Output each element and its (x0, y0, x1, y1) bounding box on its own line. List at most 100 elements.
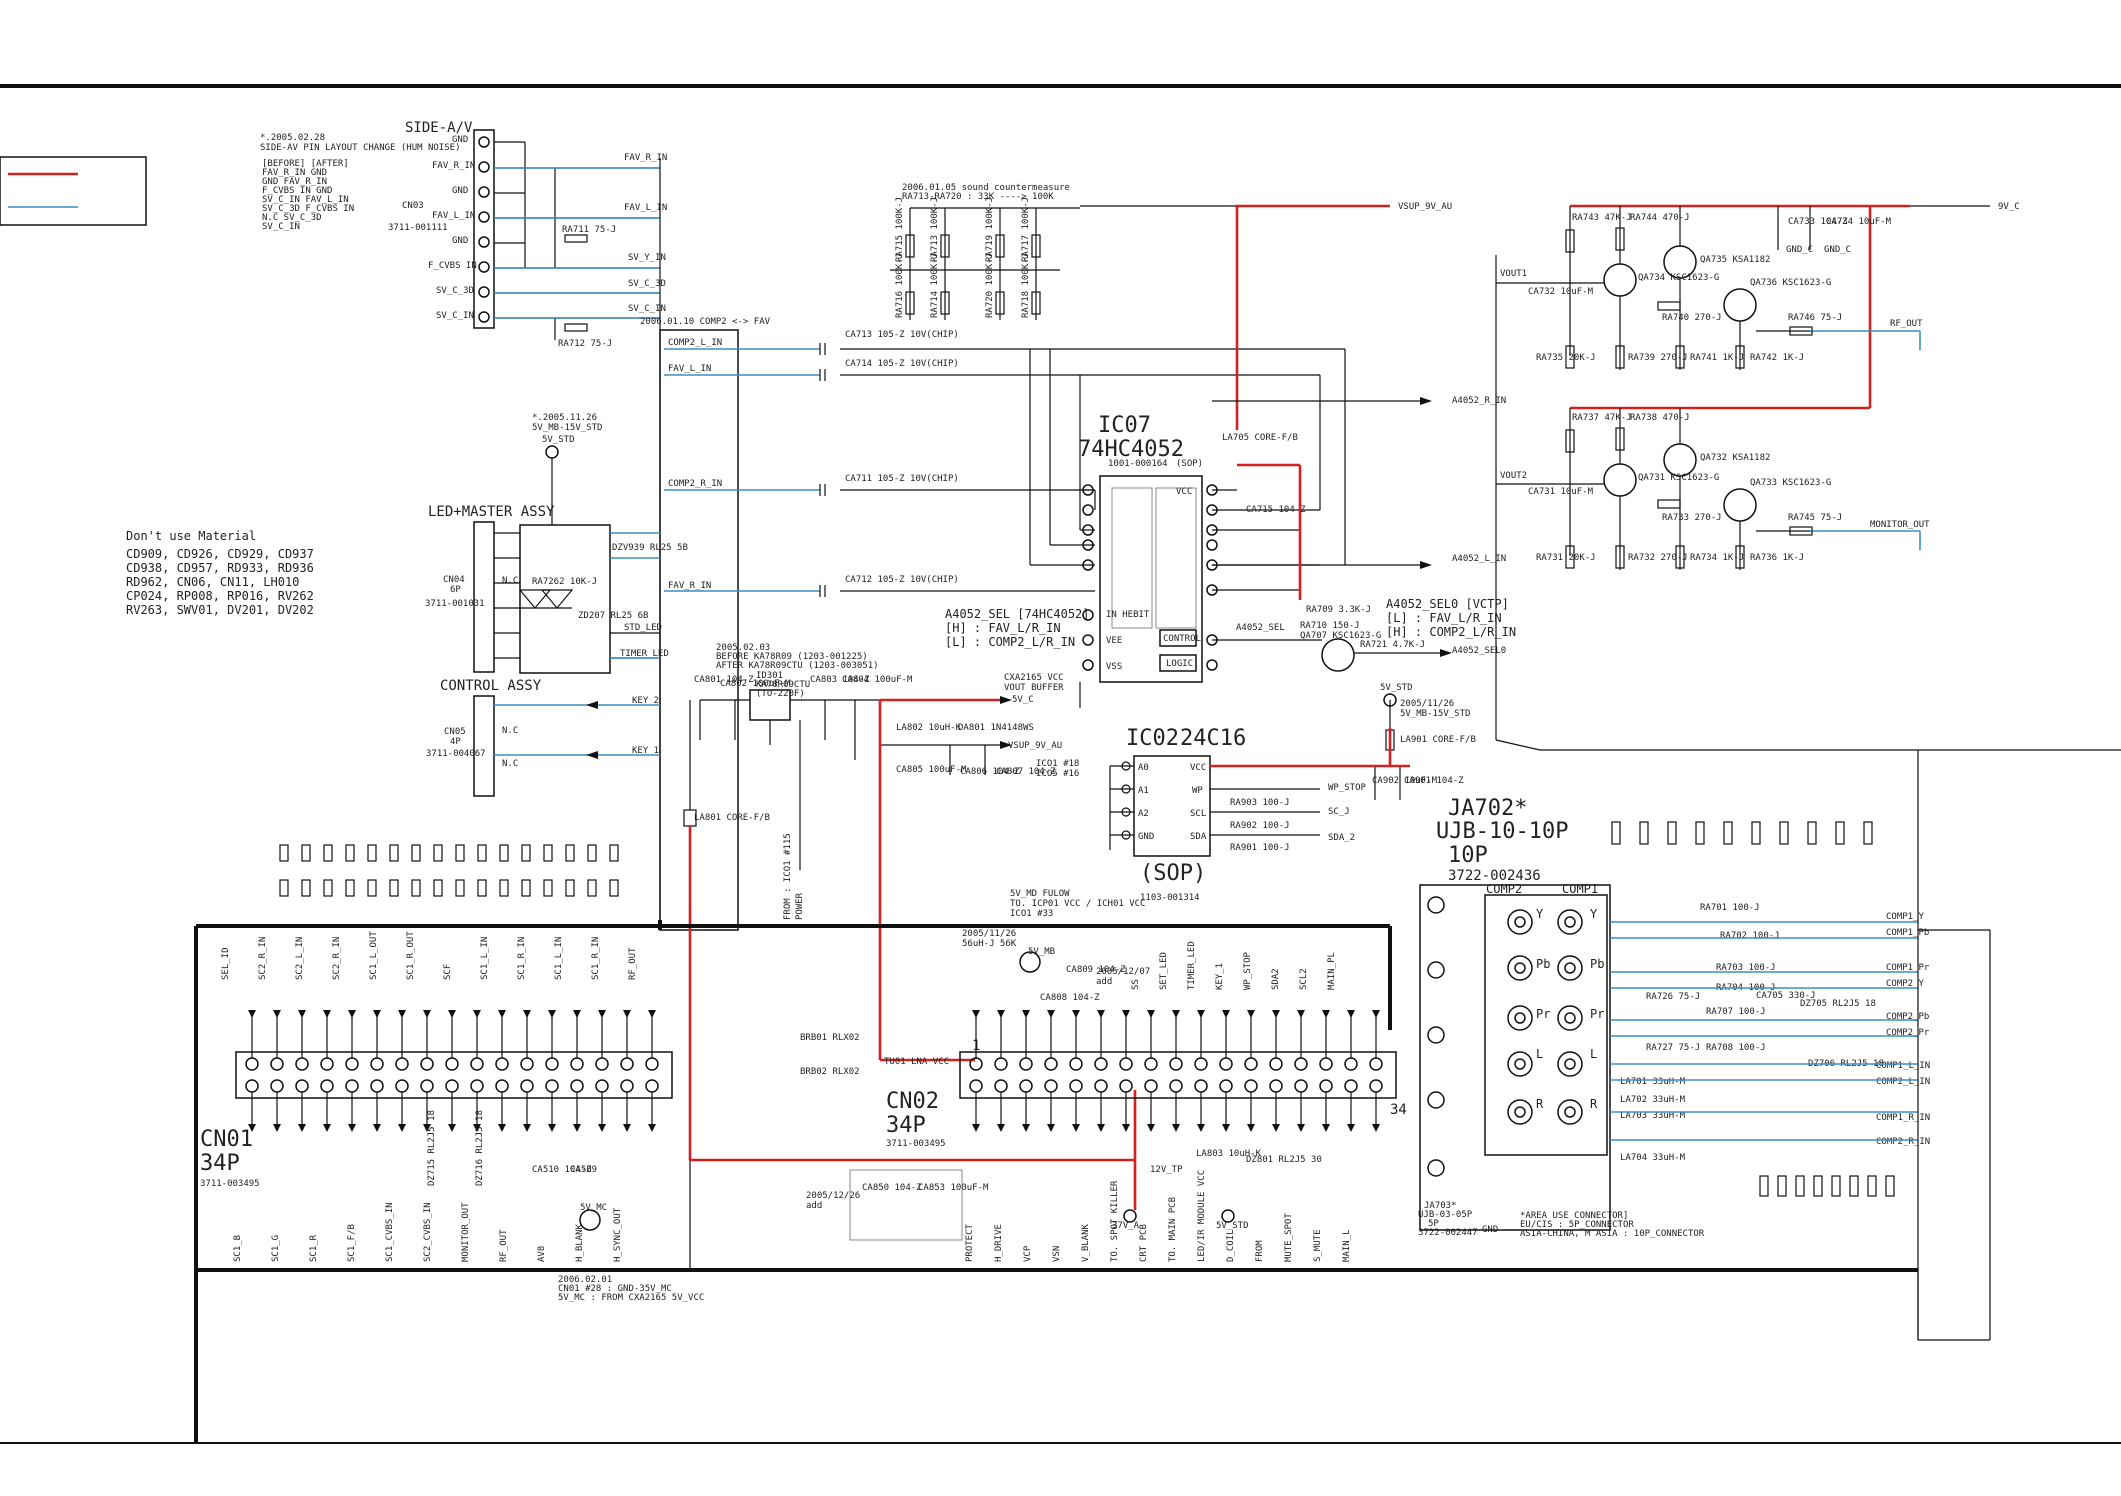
dont-use-row: RD962, CN06, CN11, LH010 (126, 575, 299, 589)
arrow (1147, 1124, 1155, 1132)
cn01-top-net: SC2_R_IN (258, 937, 268, 980)
ra712-label: RA712 75-J (558, 339, 612, 349)
arrow (997, 1124, 1005, 1132)
regulator-section: 2005.02.03 BEFORE KA78R09 (1203-001225) … (683, 643, 1137, 1270)
part-label: RA902 100-J (1230, 821, 1290, 831)
jack (1507, 909, 1533, 935)
cn01-pin (270, 1057, 284, 1071)
arrow (1097, 1124, 1105, 1132)
arrow (1222, 1124, 1230, 1132)
arrow (248, 1010, 256, 1018)
arrow (1297, 1010, 1305, 1018)
cn01-pin (620, 1057, 634, 1071)
net-label: 37V_A (1112, 1221, 1140, 1231)
ic07-vss: VSS (1106, 662, 1122, 672)
arrow (623, 1010, 631, 1018)
cap (455, 879, 465, 897)
cn02-top-net: WP_STOP (1243, 951, 1253, 990)
comp1-label: COMP1 (1562, 882, 1598, 896)
arrow (648, 1124, 656, 1132)
cn01-top-net: SC2_R_IN (332, 937, 342, 980)
cap (345, 844, 355, 862)
cap (411, 879, 421, 897)
vcc-note: ICO1 #33 (1010, 909, 1053, 919)
cn01-pin (295, 1057, 309, 1071)
jack-center (1514, 1012, 1526, 1024)
net-label: VSUP_9V_AU (1398, 202, 1452, 212)
ic07-pin (1082, 634, 1094, 646)
cn01-pin (420, 1079, 434, 1093)
cap (279, 844, 289, 862)
ja703-jack (1427, 961, 1445, 979)
footnote: *AREA USE CONNECTOR] (1520, 1211, 1628, 1221)
bead-label: BRB02 RLX02 (800, 1067, 860, 1077)
arrow (423, 1010, 431, 1018)
arrow (573, 1124, 581, 1132)
jack-label: Y (1536, 907, 1544, 921)
cn01-bot-net: SC1_R (309, 1234, 319, 1262)
component (1751, 821, 1761, 845)
cn01-pin (645, 1057, 659, 1071)
cn01-top-net: SC1_L_OUT (369, 931, 379, 980)
net-label: 5V_MC (580, 1203, 607, 1213)
bottom-bus (194, 920, 1919, 1443)
pin-label: GND (452, 186, 468, 196)
cn03-pin (478, 136, 490, 148)
gnd-label: GND_C (1824, 245, 1851, 255)
ja703-jack (1427, 896, 1445, 914)
jack (1557, 1005, 1583, 1031)
led-note: *.2005.11.26 (532, 413, 597, 423)
arrow (473, 1010, 481, 1018)
cap (609, 879, 619, 897)
pin-label: F_CVBS IN (428, 261, 477, 271)
part-label: CA715 104-Z (1246, 505, 1306, 515)
ic02-pin: A1 (1138, 786, 1149, 796)
net-label: 9V_C (1998, 202, 2020, 212)
cn01-pin (320, 1079, 334, 1093)
ja702-code: 3722-002436 (1448, 868, 1541, 884)
component (1813, 1175, 1823, 1197)
arrow (1047, 1124, 1055, 1132)
arrow (1197, 1124, 1205, 1132)
cap (389, 879, 399, 897)
cn01-pin (445, 1079, 459, 1093)
arrow (548, 1124, 556, 1132)
net-label: COMP1_Pr (1886, 963, 1930, 973)
cn01-pin (245, 1057, 259, 1071)
cn01-pin (370, 1079, 384, 1093)
arrow (323, 1010, 331, 1018)
net-label: FROM : ICO1 #115 (783, 833, 793, 920)
net-label: COMP2_Pb (1886, 1012, 1929, 1022)
cn01-pin (420, 1057, 434, 1071)
ic07-sel-text: [H] : FAV_L/R_IN (945, 621, 1061, 635)
part-label: 2005/11/26 (962, 929, 1016, 939)
arrow (598, 1124, 606, 1132)
ic02-pin: WP (1192, 786, 1203, 796)
pin-label: SV_C_3D (436, 286, 474, 296)
part-label: RA742 1K-J (1750, 353, 1804, 363)
arrow (448, 1124, 456, 1132)
part-label: ZD207 RL25 6B (578, 611, 648, 621)
part-label: RA701 100-J (1700, 903, 1760, 913)
net-label: POWER (795, 892, 805, 920)
cap (499, 879, 509, 897)
part-label: CA809 104-Z (1066, 965, 1126, 975)
ic07-pin (1082, 504, 1094, 516)
part-label: RA744 470-J (1630, 213, 1690, 223)
before-after-line: GND FAV_R_IN (262, 177, 327, 187)
jack-center (1564, 1058, 1576, 1070)
cn02-top-net: TIMER_LED (1187, 941, 1197, 990)
cn01-code: 3711-003495 (200, 1179, 260, 1189)
arrow (1322, 1124, 1330, 1132)
jack-label: R (1590, 1097, 1598, 1111)
arrow (623, 1124, 631, 1132)
arrow (398, 1124, 406, 1132)
cn01-pin (570, 1079, 584, 1093)
arrow (1272, 1010, 1280, 1018)
arrow (1122, 1010, 1130, 1018)
net-label: ICO5 #16 (1036, 769, 1079, 779)
cn01-pin (495, 1079, 509, 1093)
part-label: RA903 100-J (1230, 798, 1290, 808)
cn02-pin (1194, 1079, 1208, 1093)
cn02-bot-net: FROM (1255, 1240, 1265, 1262)
